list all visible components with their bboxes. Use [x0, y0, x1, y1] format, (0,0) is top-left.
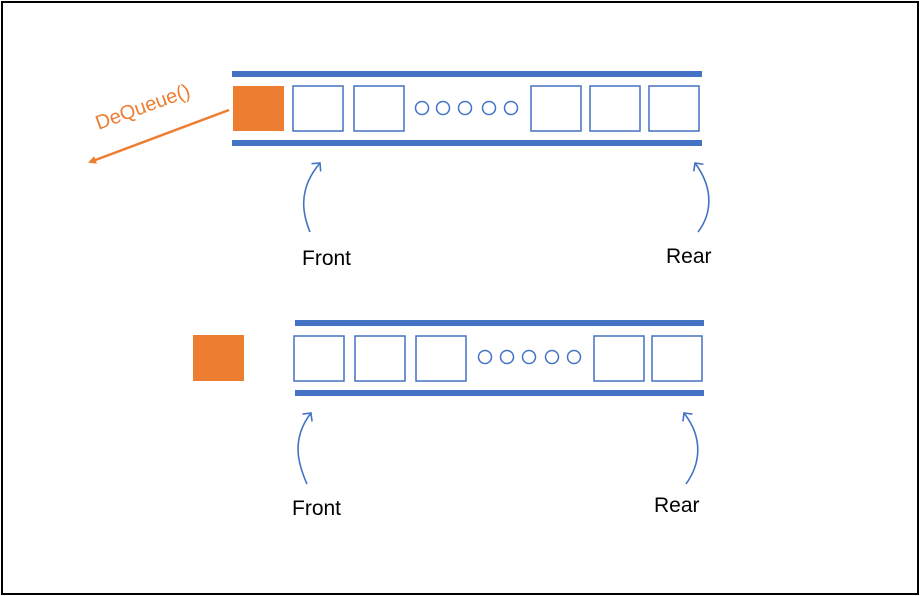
- bottom-ellipsis-dot: [477, 349, 493, 365]
- bottom-front-pointer-arrow: [297, 412, 313, 485]
- bottom-queue-cell: [415, 335, 467, 382]
- bottom-queue-bottom-rail: [295, 390, 704, 396]
- top-ellipsis-dot: [503, 100, 519, 116]
- bottom-queue: [293, 320, 704, 396]
- bottom-queue-cell: [293, 335, 345, 382]
- bottom-ellipsis-dot: [544, 349, 560, 365]
- bottom-ellipsis-dot: [521, 349, 537, 365]
- bottom-queue-cell: [354, 335, 406, 382]
- top-queue-cell: [530, 85, 582, 132]
- top-ellipsis-dot: [414, 100, 430, 116]
- top-front-pointer-arrow: [302, 162, 322, 233]
- dequeued-element: [233, 86, 284, 131]
- top-front-label: Front: [302, 247, 351, 270]
- top-ellipsis-dot: [457, 100, 473, 116]
- top-ellipsis-dot: [481, 100, 497, 116]
- top-rear-pointer-arrow: [692, 162, 710, 233]
- dequeue-label: DeQueue(): [93, 80, 193, 135]
- bottom-ellipsis-dot: [566, 349, 582, 365]
- top-queue-top-rail: [232, 71, 702, 77]
- bottom-front-label: Front: [292, 497, 341, 520]
- bottom-rear-label: Rear: [654, 494, 700, 517]
- top-queue-cell: [648, 85, 700, 132]
- top-queue-cell: [589, 85, 641, 132]
- top-queue-cell: [292, 85, 344, 132]
- bottom-queue-cell: [593, 335, 645, 382]
- bottom-rear-pointer-arrow: [682, 412, 699, 485]
- top-queue: [232, 71, 702, 146]
- top-queue-cell: [353, 85, 405, 132]
- top-rear-label: Rear: [666, 245, 712, 268]
- dequeue-arrow: [88, 108, 230, 164]
- top-ellipsis-dot: [435, 100, 451, 116]
- bottom-queue-cell: [651, 335, 703, 382]
- bottom-queue-top-rail: [295, 320, 704, 326]
- bottom-ellipsis-dot: [499, 349, 515, 365]
- removed-element: [193, 335, 244, 381]
- top-queue-bottom-rail: [232, 140, 702, 146]
